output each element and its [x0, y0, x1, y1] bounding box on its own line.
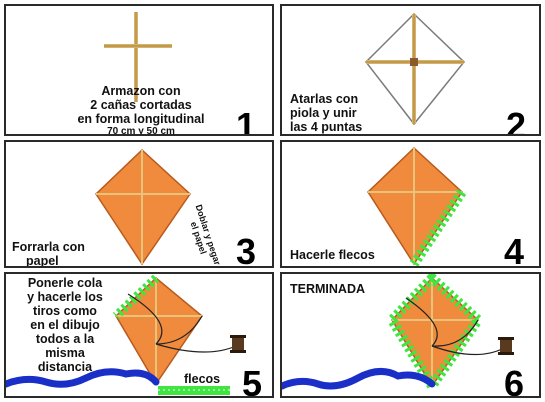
fringed-kite-drawing [367, 146, 467, 266]
papered-kite-drawing [95, 148, 191, 266]
step-3-caption: Forrarla con papel [12, 240, 112, 268]
finished-title: TERMINADA [290, 282, 365, 296]
tied-frame-drawing [365, 12, 466, 126]
string-spool [230, 335, 246, 353]
step-5-line-3: tiros como [33, 304, 97, 318]
step-1-line-2: 2 cañas cortadas [90, 98, 192, 112]
step-3-panel: Doblar y pegar el papel Forrarla con pap… [4, 140, 274, 268]
step-2-line-3: las 4 puntas [290, 120, 363, 134]
step-1-number: 1 [236, 105, 257, 136]
step-2-text: Atarlas con piola y unir las 4 puntas [290, 92, 400, 134]
step-2-panel: Atarlas con piola y unir las 4 puntas 2 [280, 4, 541, 136]
step-5-line-1: Ponerle cola [27, 276, 103, 290]
step-5-line-5: todos a la [35, 332, 95, 346]
step-3-caption-line-2: papel [26, 254, 59, 268]
step-5-line-6: misma [45, 346, 85, 360]
step-4-number: 4 [504, 231, 525, 268]
step-5-line-2: y hacerle los [27, 290, 103, 304]
step-4-caption: Hacerle flecos [290, 248, 375, 262]
step-2-line-1: Atarlas con [290, 92, 359, 106]
kite-with-tail-drawing [6, 274, 246, 395]
step-1-panel: Armazon con 2 cañas cortadas en forma lo… [4, 4, 274, 136]
step-1-measure: 70 cm y 50 cm [107, 126, 175, 136]
step-2-number: 2 [506, 105, 527, 136]
step-1-line-3: en forma longitudinal [77, 112, 205, 126]
finished-kite-drawing [282, 274, 514, 396]
step-6-panel: TERMINADA 6 [280, 272, 541, 398]
step-3-caption-line-1: Forrarla con [12, 240, 85, 254]
fringe-label: flecos [184, 372, 221, 386]
step-5-text: Ponerle cola y hacerle los tiros como en… [10, 276, 120, 374]
step-4-panel: Hacerle flecos 4 [280, 140, 541, 268]
string-spool [498, 337, 514, 355]
step-5-line-7: distancia [37, 360, 93, 374]
step-5-panel: Ponerle cola y hacerle los tiros como en… [4, 272, 274, 398]
step-5-number: 5 [242, 363, 263, 398]
step-1-text: Armazon con 2 cañas cortadas en forma lo… [56, 84, 226, 136]
kite-tail [6, 368, 160, 388]
cross-frame-drawing [104, 12, 172, 102]
step-2-line-2: piola y unir [290, 106, 357, 120]
fringe-strip [409, 189, 467, 266]
step-6-number: 6 [504, 363, 525, 398]
kite-tail [282, 368, 436, 390]
step-1-line-1: Armazon con [101, 84, 181, 98]
step-3-number: 3 [236, 231, 257, 268]
step-5-line-4: en el dibujo [30, 318, 100, 332]
